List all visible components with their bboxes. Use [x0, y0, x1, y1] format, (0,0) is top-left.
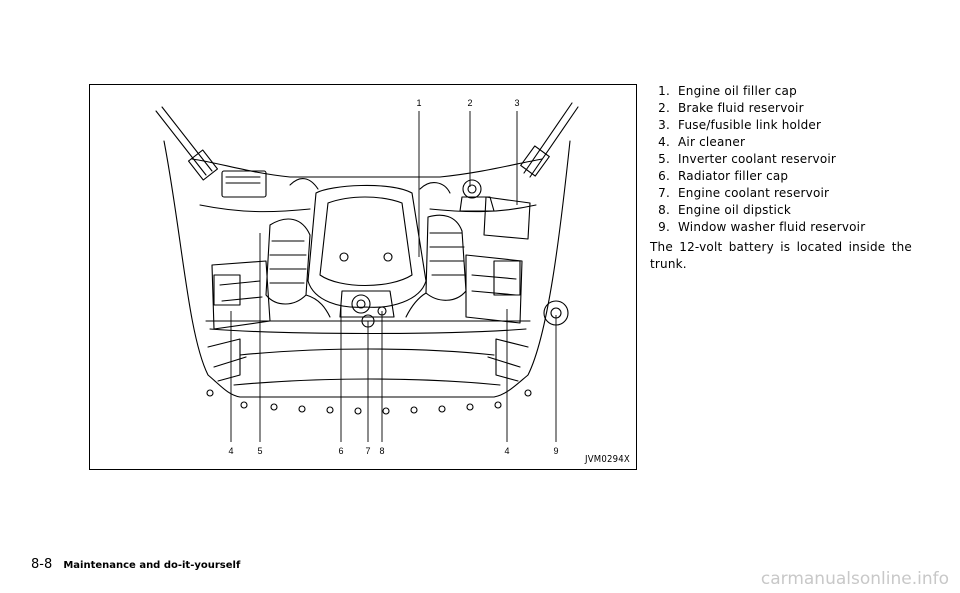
- battery-note: The 12-volt battery is located inside th…: [650, 240, 912, 271]
- component-number: 1.: [658, 84, 670, 98]
- component-list-item: 8. Engine oil dipstick: [651, 202, 921, 219]
- callout-4-left: 4: [228, 446, 233, 456]
- component-list-item: 2. Brake fluid reservoir: [651, 100, 921, 117]
- engine-compartment-illustration: 1 2 3 4 5 6 7 8 4 9: [155, 98, 579, 456]
- component-number: 7.: [658, 186, 670, 200]
- callout-3: 3: [514, 98, 519, 108]
- component-number: 6.: [658, 169, 670, 183]
- component-label: Engine coolant reservoir: [678, 186, 830, 200]
- component-label: Window washer fluid reservoir: [678, 220, 866, 234]
- callout-5: 5: [257, 446, 262, 456]
- component-number: 8.: [658, 203, 670, 217]
- component-list-item: 5. Inverter coolant reservoir: [651, 151, 921, 168]
- component-label: Radiator filler cap: [678, 169, 789, 183]
- component-label: Engine oil dipstick: [678, 203, 791, 217]
- component-list-item: 9. Window washer fluid reservoir: [651, 219, 921, 236]
- section-title: Maintenance and do-it-yourself: [63, 560, 241, 571]
- component-number: 5.: [658, 152, 670, 166]
- callout-7: 7: [365, 446, 370, 456]
- page-number: 8-8: [31, 557, 53, 572]
- component-list-item: 1. Engine oil filler cap: [651, 83, 921, 100]
- component-label: Brake fluid reservoir: [678, 101, 804, 115]
- callout-8: 8: [379, 446, 384, 456]
- component-list-item: 4. Air cleaner: [651, 134, 921, 151]
- callout-2: 2: [467, 98, 472, 108]
- watermark: carmanualsonline.info: [760, 569, 949, 589]
- component-number: 2.: [658, 101, 670, 115]
- component-list: 1. Engine oil filler cap 2. Brake fluid res…: [651, 83, 921, 236]
- callout-9: 9: [553, 446, 558, 456]
- component-label: Engine oil filler cap: [678, 84, 797, 98]
- component-number: 3.: [658, 118, 670, 132]
- component-number: 9.: [658, 220, 670, 234]
- component-label: Fuse/fusible link holder: [678, 118, 822, 132]
- page-footer: 8-8 Maintenance and do-it-yourself: [31, 553, 240, 572]
- callout-1: 1: [416, 98, 421, 108]
- engine-compartment-figure: 1 2 3 4 5 6 7 8 4 9 JVM0294X: [89, 84, 637, 470]
- component-list-item: 6. Radiator filler cap: [651, 168, 921, 185]
- component-label: Inverter coolant reservoir: [678, 152, 837, 166]
- component-label: Air cleaner: [678, 135, 746, 149]
- component-number: 4.: [658, 135, 670, 149]
- callout-6: 6: [338, 446, 343, 456]
- figure-code: JVM0294X: [585, 454, 630, 465]
- component-list-item: 7. Engine coolant reservoir: [651, 185, 921, 202]
- callout-4-right: 4: [504, 446, 509, 456]
- component-list-item: 3. Fuse/fusible link holder: [651, 117, 921, 134]
